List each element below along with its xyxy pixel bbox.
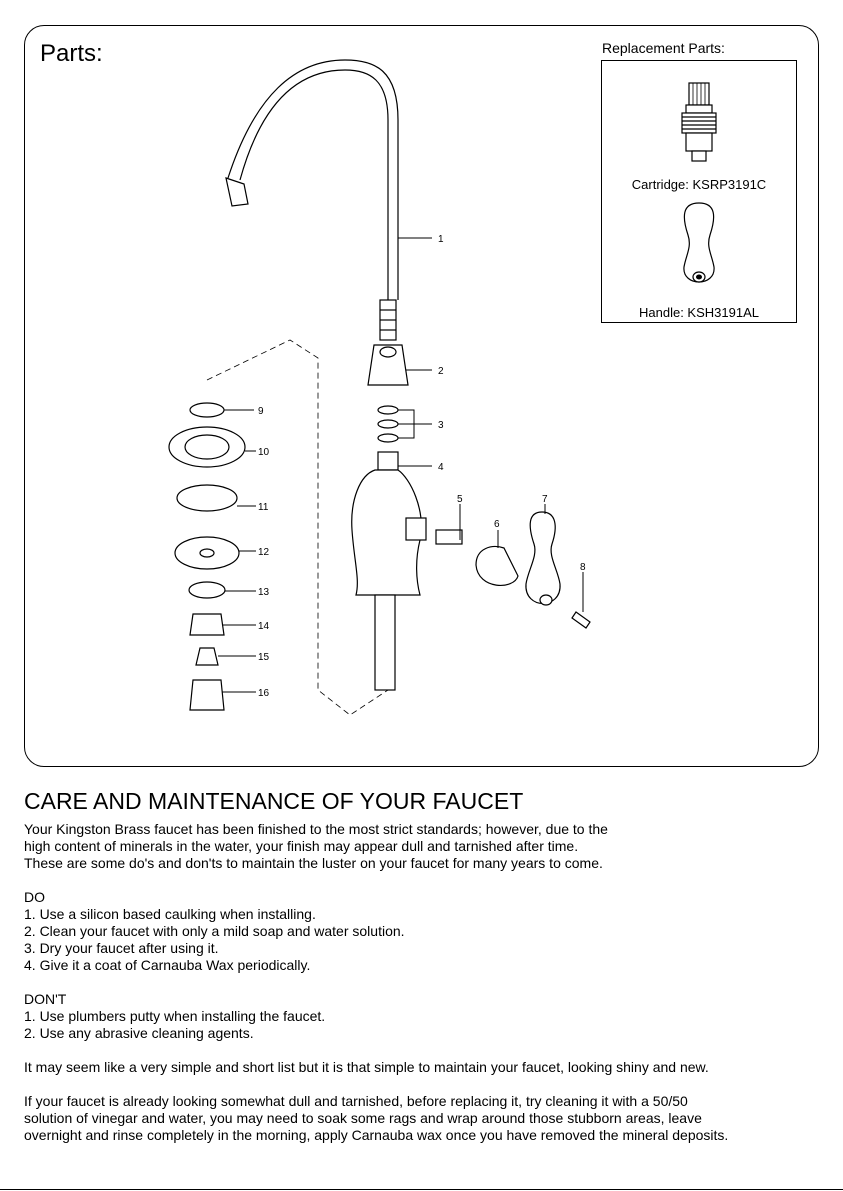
handle-illustration [683,202,715,283]
part-16-coupling [189,679,225,711]
callout-6: 6 [494,519,500,530]
part-15-ferrule [195,647,219,666]
cartridge-label: Cartridge: KSRP3191C [631,177,767,192]
dont-list: DON'T 1. Use plumbers putty when install… [24,991,814,1042]
callout-16: 16 [258,688,270,699]
simple-note: It may seem like a very simple and short… [24,1059,709,1075]
callout-13: 13 [258,587,270,598]
parts-frame [24,25,819,767]
intro-line: high content of minerals in the water, y… [24,838,579,854]
callout-10: 10 [258,447,270,458]
bottom-rule [0,1189,843,1190]
do-list: DO 1. Use a silicon based caulking when … [24,889,814,974]
callout-14: 14 [258,621,270,632]
care-heading: CARE AND MAINTENANCE OF YOUR FAUCET [24,788,524,814]
callout-3: 3 [438,420,444,431]
care-intro: Your Kingston Brass faucet has been fini… [24,821,814,872]
callout-15: 15 [258,652,270,663]
spout-outline [239,69,389,300]
callout-2: 2 [438,366,444,377]
do-item: 4. Give it a coat of Carnauba Wax period… [24,957,311,973]
part-6-flange [475,545,519,587]
callout-4: 4 [438,462,444,473]
tarnish-line: solution of vinegar and water, you may n… [24,1110,702,1126]
part-8-screw [571,611,591,629]
part-14-nut [189,613,225,636]
callout-8: 8 [580,562,586,573]
replacement-parts-box: Cartridge: KSRP3191C Handle: KSH3191AL [601,60,797,323]
do-item: 3. Dry your faucet after using it. [24,940,219,956]
tarnish-line: overnight and rinse completely in the mo… [24,1127,729,1143]
cartridge-illustration [681,82,717,162]
dont-item: 1. Use plumbers putty when installing th… [24,1008,326,1024]
callout-7: 7 [542,494,548,505]
part-7-handle [525,511,561,605]
callout-9: 9 [258,406,264,417]
parts-title: Parts: [40,40,103,67]
handle-label: Handle: KSH3191AL [639,305,759,320]
do-heading: DO [24,889,45,905]
dont-item: 2. Use any abrasive cleaning agents. [24,1025,254,1041]
do-item: 1. Use a silicon based caulking when ins… [24,906,316,922]
callout-11: 11 [258,502,269,513]
part-2-collar [367,344,409,386]
exploded-parts-diagram: 1 2 3 4 5 6 7 8 9 10 11 12 13 14 15 16 [168,59,591,716]
tarnish-note: If your faucet is already looking somewh… [24,1093,814,1144]
callout-12: 12 [258,547,270,558]
intro-line: Your Kingston Brass faucet has been fini… [24,821,608,837]
tarnish-line: If your faucet is already looking somewh… [24,1093,688,1109]
care-section: CARE AND MAINTENANCE OF YOUR FAUCET Your… [24,788,814,1161]
intro-line: These are some do's and don'ts to mainta… [24,855,603,871]
replacement-parts-title: Replacement Parts: [602,40,725,56]
dont-heading: DON'T [24,991,67,1007]
callout-1: 1 [438,234,444,245]
do-item: 2. Clean your faucet with only a mild so… [24,923,405,939]
callout-5: 5 [457,494,463,505]
